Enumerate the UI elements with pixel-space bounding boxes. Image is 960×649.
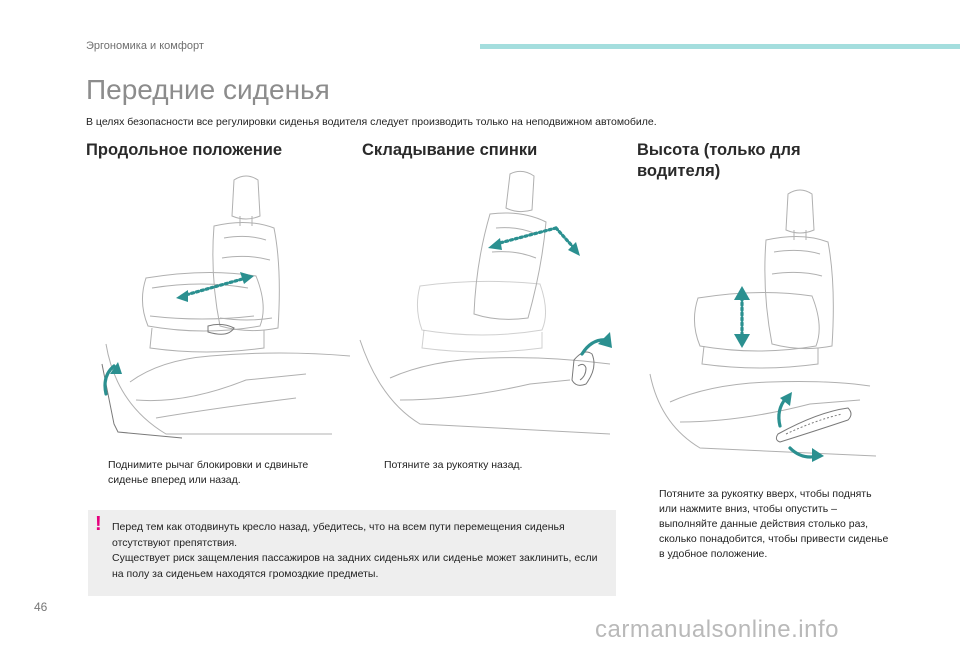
instruction-text: Поднимите рычаг блокировки и сдвиньте си… <box>108 459 309 486</box>
intro-text: В целях безопасности все регулировки сид… <box>86 116 657 128</box>
section-label: Эргономика и комфорт <box>86 40 204 52</box>
seat-slide-illustration <box>101 175 351 439</box>
watermark: carmanualsonline.info <box>595 616 839 643</box>
page-number: 46 <box>34 600 48 614</box>
seat-height-illustration <box>649 189 877 462</box>
seat-recline-illustration <box>359 170 612 435</box>
instruction-backrest: Потяните за рукоятку назад. <box>362 458 622 474</box>
heading-longitudinal: Продольное положение <box>86 141 283 159</box>
page-title: Передние сиденья <box>86 74 330 105</box>
warning-text: Перед тем как отодвинуть кресло назад, у… <box>112 520 607 582</box>
warning-line-2: Существует риск защемления пассажиров на… <box>112 552 598 580</box>
header-accent-bar <box>480 44 960 49</box>
heading-backrest: Складывание спинки <box>362 141 538 159</box>
instruction-text: Потяните за рукоятку вверх, чтобы поднят… <box>659 488 889 560</box>
instruction-height: Потяните за рукоятку вверх, чтобы поднят… <box>637 487 897 579</box>
instruction-text: Потяните за рукоятку назад. <box>384 459 523 471</box>
warning-line-1: Перед тем как отодвинуть кресло назад, у… <box>112 521 565 549</box>
instruction-longitudinal: Поднимите рычаг блокировки и сдвиньте си… <box>86 458 346 490</box>
warning-box <box>88 510 616 596</box>
exclamation-icon: ! <box>95 513 102 535</box>
heading-height: Высота (только для водителя) <box>637 141 801 180</box>
